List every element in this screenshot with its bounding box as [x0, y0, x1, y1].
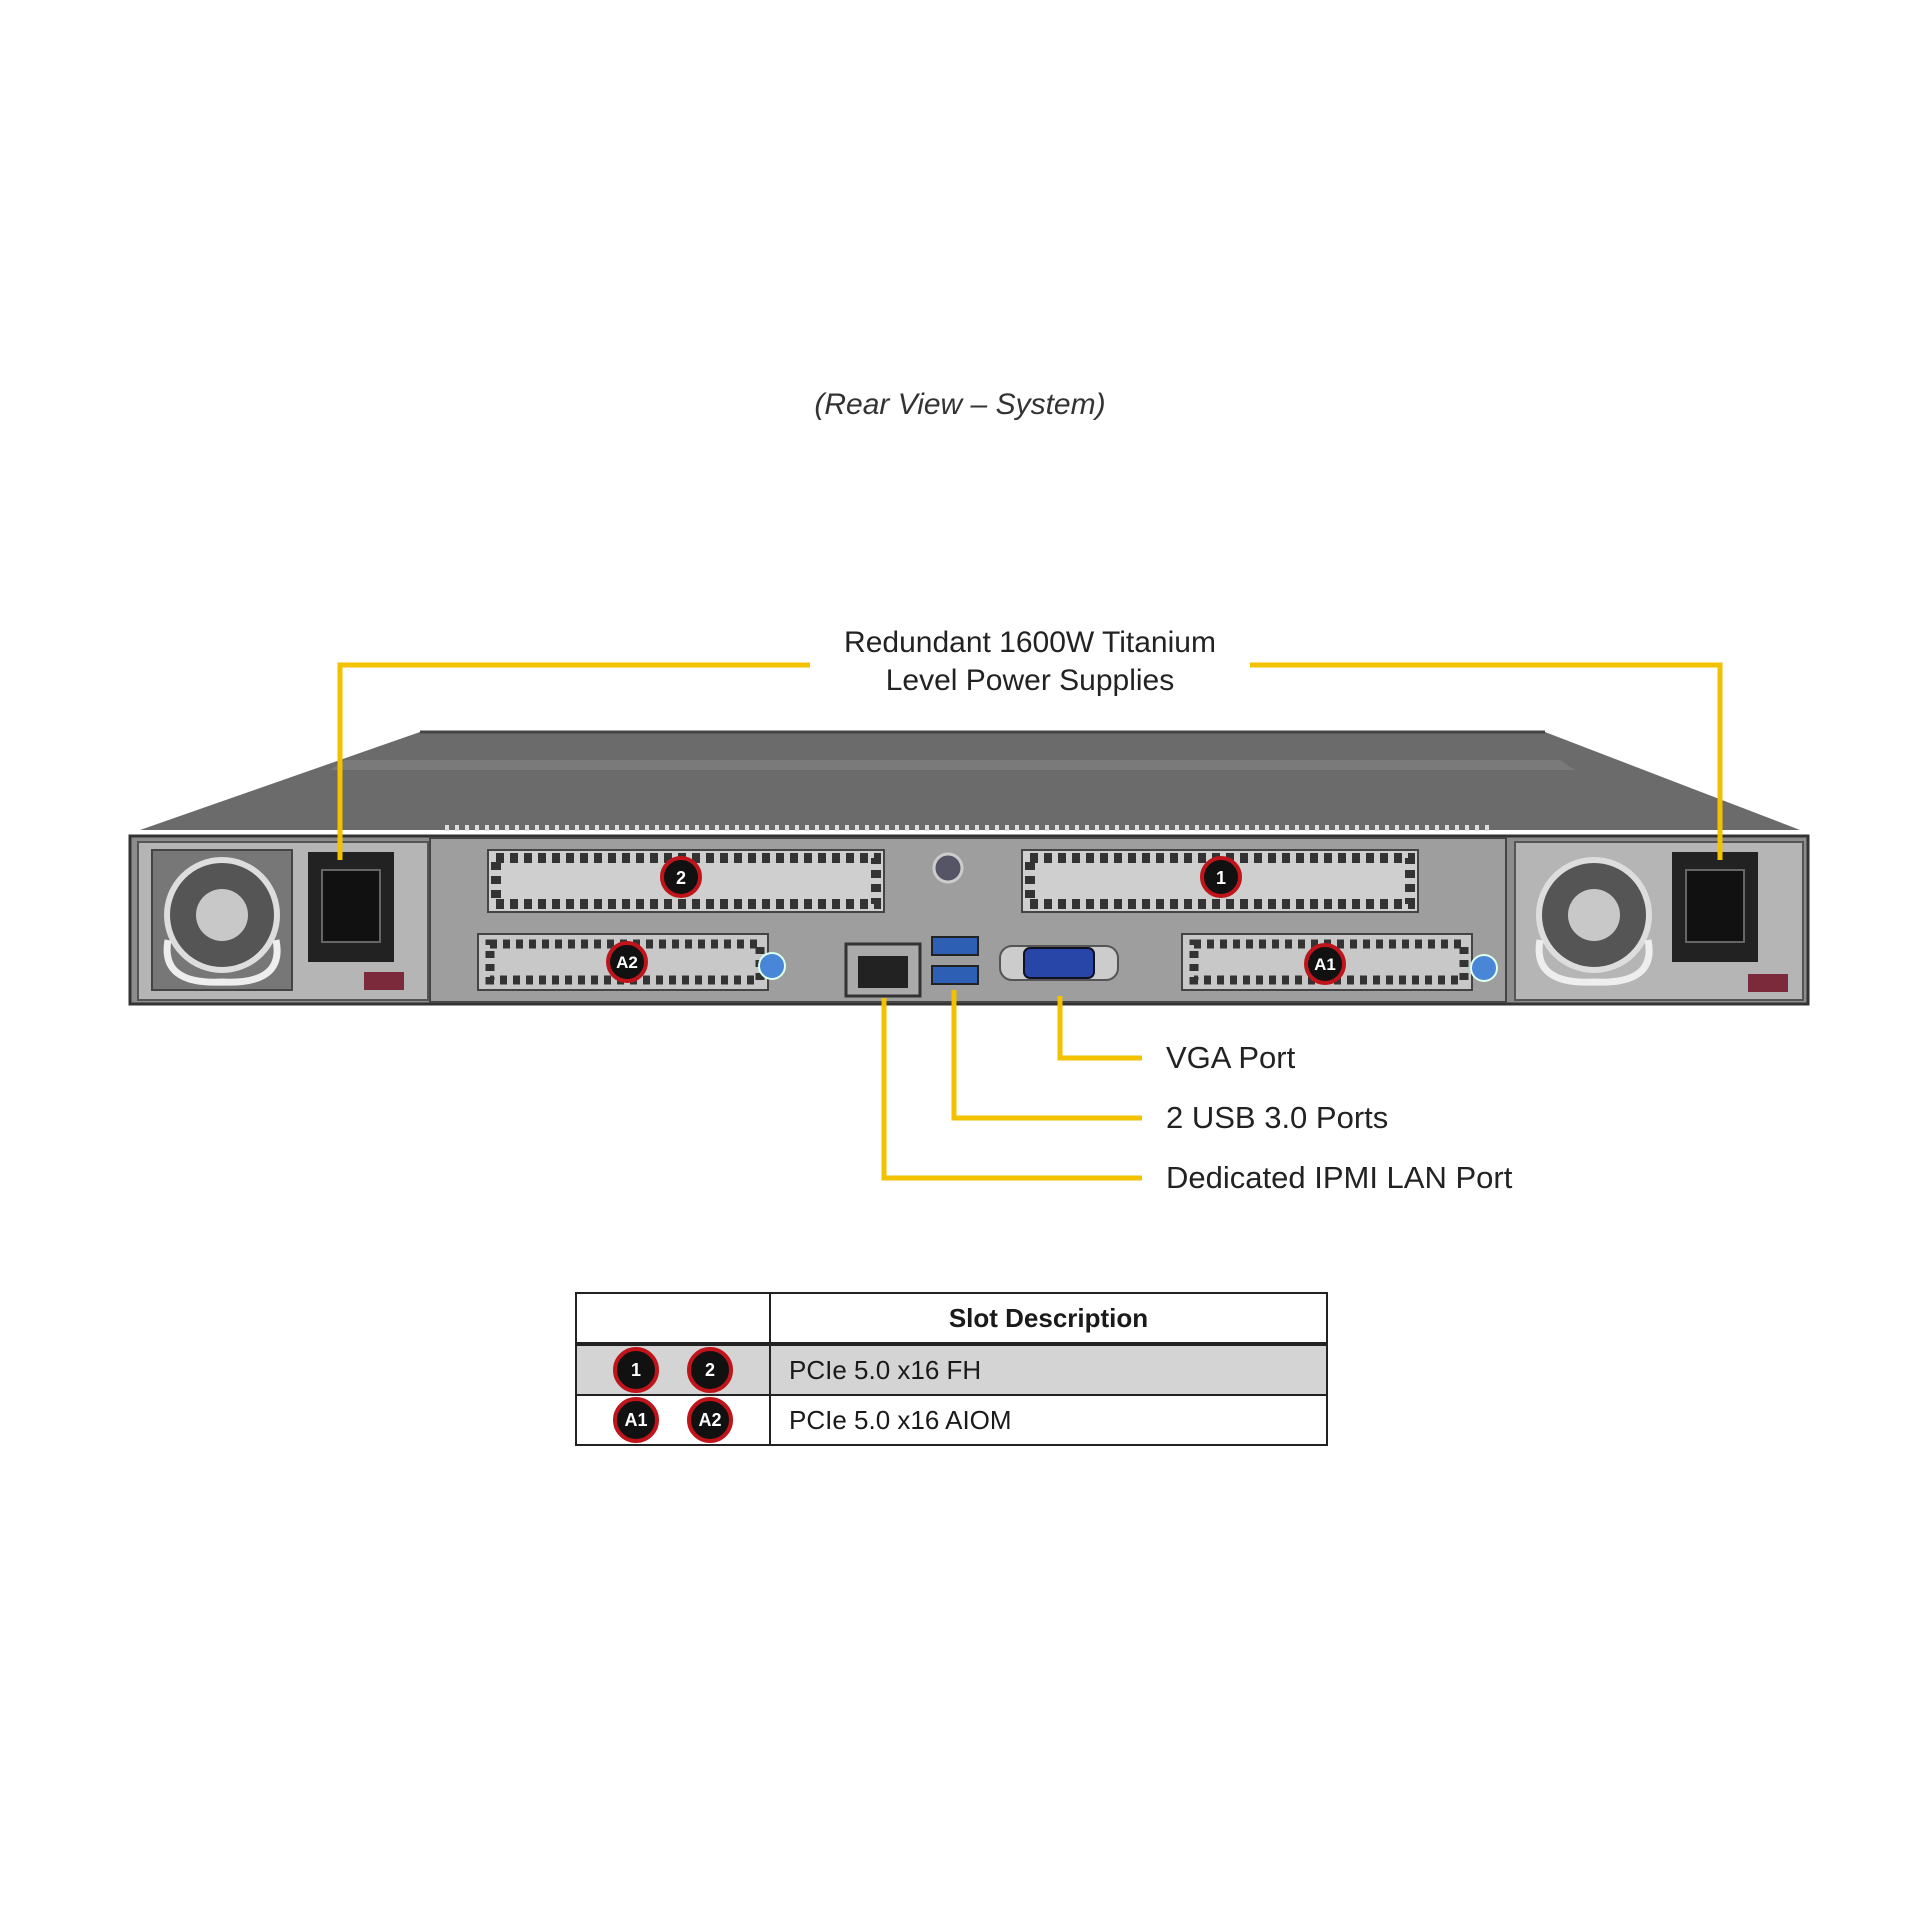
power-supply-right	[1514, 841, 1804, 1001]
svg-text:A2: A2	[616, 953, 638, 972]
badge-2: 2	[687, 1347, 733, 1393]
svg-text:1: 1	[1216, 868, 1226, 888]
table-header-blank	[575, 1292, 771, 1346]
psu-callout-label: Redundant 1600W Titanium Level Power Sup…	[780, 624, 1280, 700]
table-row-description: PCIe 5.0 x16 FH	[769, 1343, 1328, 1396]
vga-leader	[1057, 996, 1142, 1061]
badge-a2: A2	[687, 1397, 733, 1443]
psu-callout-line1: Redundant 1600W Titanium	[844, 626, 1216, 659]
table-row: A1 A2 PCIe 5.0 x16 AIOM	[575, 1394, 1328, 1446]
ipmi-lan-port-graphic	[844, 942, 922, 998]
table-row-description: PCIe 5.0 x16 AIOM	[769, 1394, 1328, 1446]
svg-text:2: 2	[676, 868, 686, 888]
badge-slot-1: 1	[1200, 856, 1242, 898]
usb-ports-graphic	[931, 936, 979, 985]
callout-lines	[337, 662, 1723, 1181]
table-header-row: Slot Description	[575, 1292, 1328, 1346]
ipmi-leader	[881, 998, 1142, 1181]
figure-caption: (Rear View – System)	[814, 388, 1106, 421]
usb-leader	[951, 990, 1142, 1121]
table-header-title: Slot Description	[769, 1292, 1328, 1346]
psu-left-leader	[337, 662, 810, 860]
chassis-top	[140, 732, 1800, 830]
table-row-badges: A1 A2	[575, 1394, 771, 1446]
badge-slot-a1: A1	[1304, 943, 1346, 985]
badge-slot-a2: A2	[606, 941, 648, 983]
center-thumbscrew	[932, 852, 964, 884]
power-supply-left	[137, 841, 429, 1001]
vga-port-label: VGA Port	[1166, 1040, 1296, 1075]
badge-a1: A1	[613, 1397, 659, 1443]
svg-text:A1: A1	[1314, 955, 1336, 974]
psu-callout-line2: Level Power Supplies	[885, 664, 1175, 697]
badge-1: 1	[613, 1347, 659, 1393]
usb-ports-label: 2 USB 3.0 Ports	[1166, 1100, 1389, 1135]
psu-right-leader	[1250, 662, 1723, 860]
badge-slot-2: 2	[660, 856, 702, 898]
vga-port-graphic	[999, 945, 1119, 981]
ipmi-lan-port-label: Dedicated IPMI LAN Port	[1166, 1160, 1513, 1195]
